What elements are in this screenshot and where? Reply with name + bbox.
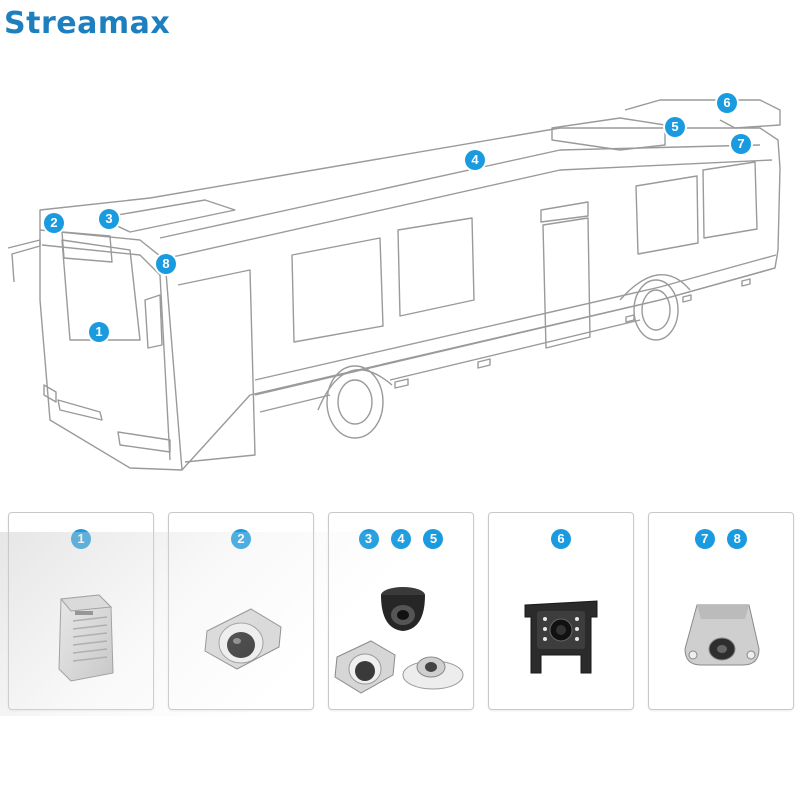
- mini-dome-camera-icon: [204, 608, 282, 670]
- bus-marker-2: 2: [44, 213, 64, 233]
- panel-label-2: 2: [231, 529, 251, 549]
- panel-label-8: 8: [727, 529, 748, 549]
- bus-marker-4: 4: [465, 150, 485, 170]
- bus-marker-5: 5: [665, 117, 685, 137]
- panel-label-6: 6: [551, 529, 571, 549]
- panel-side-camera: 7 8: [648, 512, 794, 710]
- panel-label-7: 7: [694, 529, 715, 549]
- bus-marker-7: 7: [731, 134, 751, 154]
- panel-mdvr: 1: [8, 512, 154, 710]
- rear-view-camera-icon: [524, 600, 598, 674]
- dome-camera-set-icon: [334, 587, 464, 694]
- bus-marker-1: 1: [89, 322, 109, 342]
- panel-dome-set: 3 4 5: [328, 512, 474, 710]
- bus-marker-3: 3: [99, 209, 119, 229]
- panel-label-3: 3: [358, 529, 379, 549]
- panel-label-4: 4: [391, 529, 411, 549]
- bus-marker-8: 8: [156, 254, 176, 274]
- bus-outline-drawing: [7, 99, 781, 471]
- brand-name: Streama: [4, 6, 151, 41]
- mdvr-recorder-icon: [58, 594, 114, 682]
- brand-suffix: x: [150, 6, 171, 41]
- bus-marker-6: 6: [717, 93, 737, 113]
- panel-label-1: 1: [71, 529, 91, 549]
- side-camera-icon: [684, 604, 760, 666]
- panel-mini-dome: 2: [168, 512, 314, 710]
- brand-logo: Streamax: [4, 6, 170, 41]
- panel-label-5: 5: [423, 529, 444, 549]
- panel-rear-camera: 6: [488, 512, 634, 710]
